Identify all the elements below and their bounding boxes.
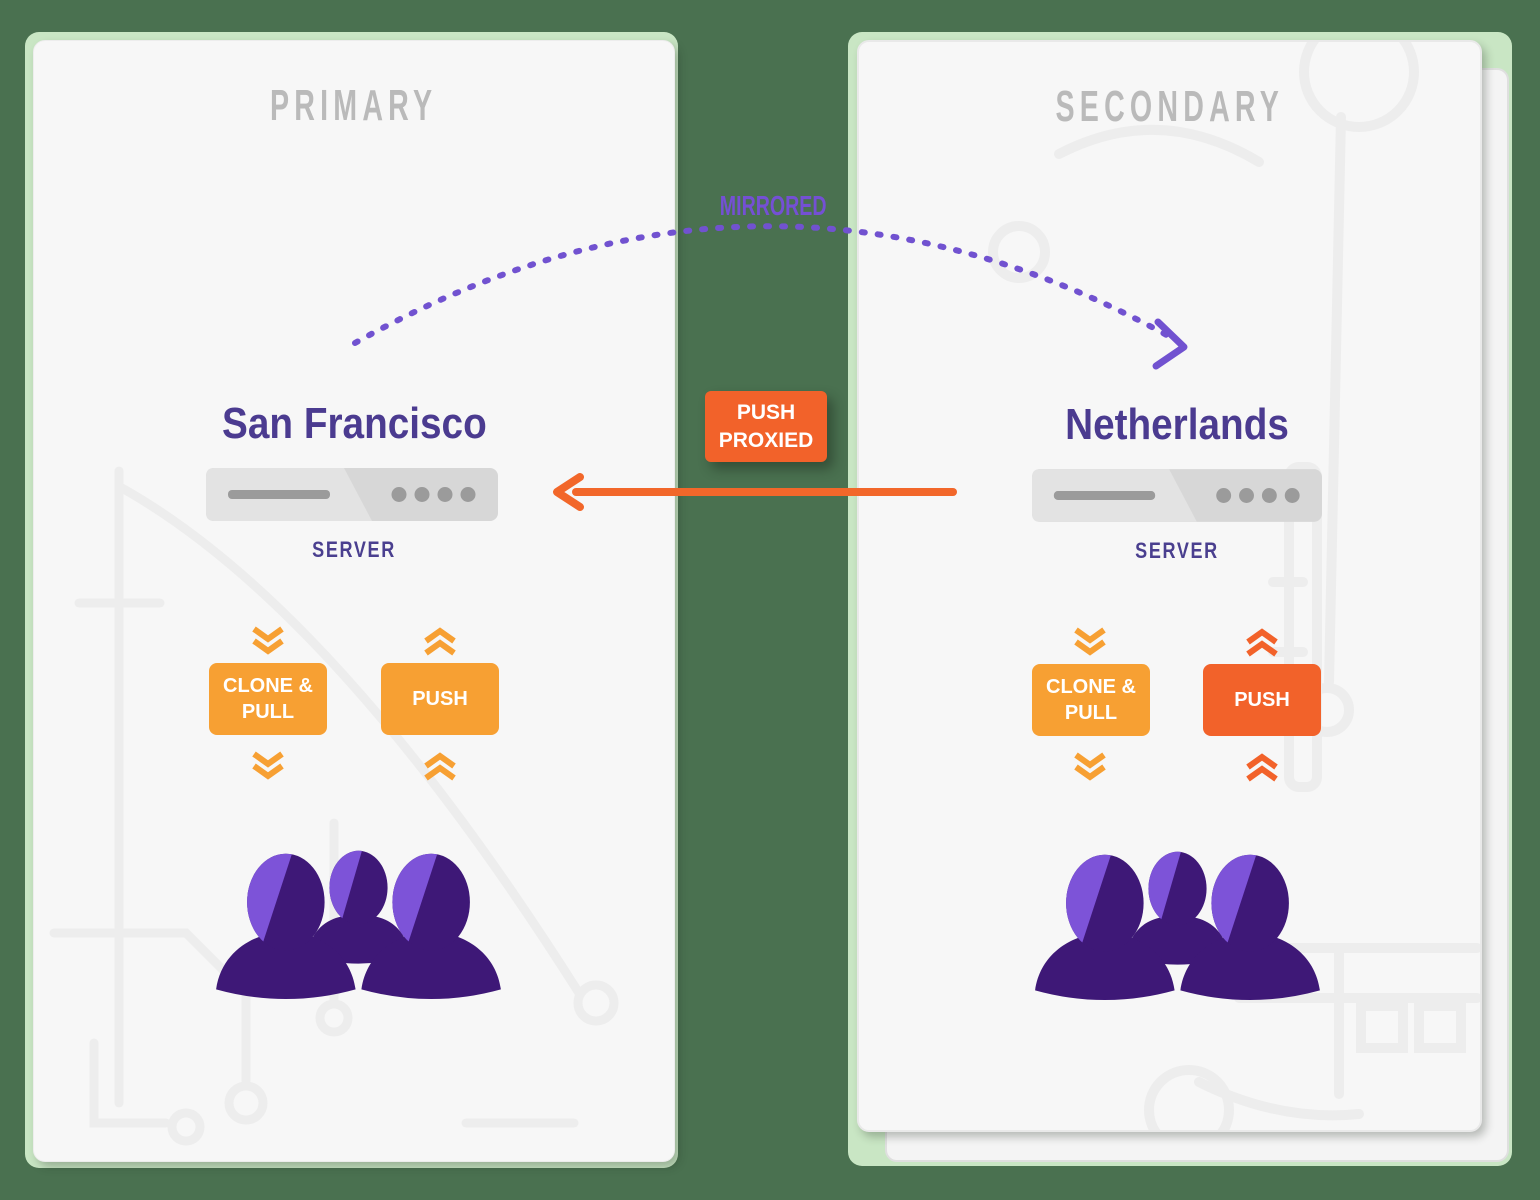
primary-location-title: San Francisco xyxy=(221,399,487,448)
secondary-header: SECONDARY xyxy=(859,82,1480,132)
primary-server-label: SERVER xyxy=(312,537,396,562)
push-proxied-badge: PUSH PROXIED xyxy=(705,391,827,462)
chevron-down-icon xyxy=(1072,627,1108,657)
chevron-down-icon xyxy=(250,751,286,781)
secondary-push-badge: PUSH xyxy=(1203,664,1321,736)
users-icon xyxy=(1035,851,1320,1000)
primary-card: PRIMARY San Francisco SERVER xyxy=(33,40,675,1162)
users-icon xyxy=(216,850,501,999)
secondary-server-label: SERVER xyxy=(1135,538,1219,563)
chevron-down-icon xyxy=(1072,752,1108,782)
chevron-up-icon xyxy=(1244,627,1280,657)
chevron-down-icon xyxy=(250,626,286,656)
chevron-up-icon xyxy=(1244,752,1280,782)
chevron-up-icon xyxy=(422,751,458,781)
primary-header: PRIMARY xyxy=(34,81,674,131)
secondary-header-label: SECONDARY xyxy=(1055,82,1284,131)
server-icon xyxy=(1032,469,1322,522)
primary-header-label: PRIMARY xyxy=(270,81,438,130)
secondary-card: SECONDARY Netherlands SERVER xyxy=(857,40,1482,1132)
primary-clone-pull-badge: CLONE & PULL xyxy=(209,663,327,735)
primary-push-badge: PUSH xyxy=(381,663,499,735)
mirrored-label: MIRRORED xyxy=(719,190,827,221)
chevron-up-icon xyxy=(422,626,458,656)
server-icon xyxy=(206,468,498,521)
secondary-clone-pull-badge: CLONE & PULL xyxy=(1032,664,1150,736)
secondary-location-title: Netherlands xyxy=(1065,400,1289,449)
